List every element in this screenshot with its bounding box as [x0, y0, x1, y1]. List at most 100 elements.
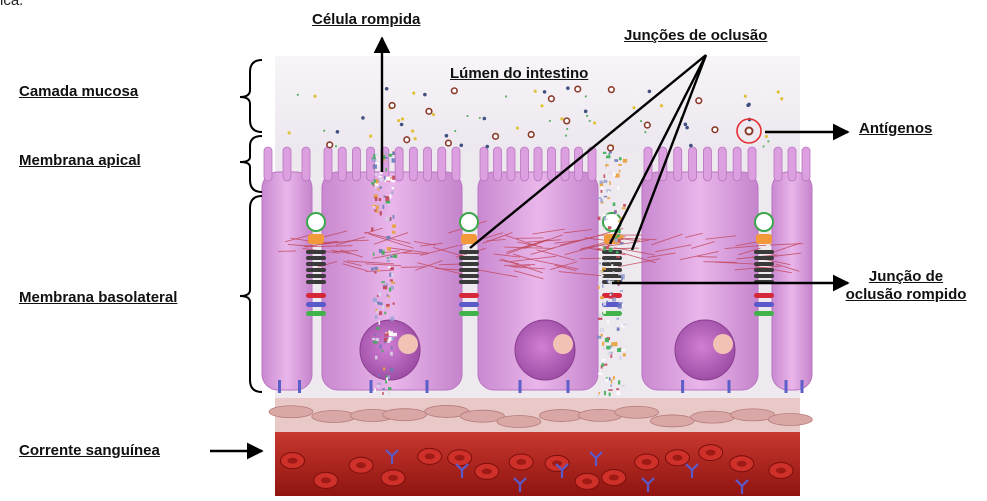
debris-fragment	[392, 175, 396, 180]
actin-fiber	[558, 271, 602, 277]
actin-fiber	[482, 232, 513, 244]
antigen-highlighted	[744, 126, 754, 136]
tight-junction	[602, 212, 622, 316]
endothelial-cell	[382, 408, 427, 422]
actin-fiber	[705, 235, 736, 240]
left-braces	[239, 59, 263, 393]
debris-fragment	[616, 327, 620, 331]
debris-fragment	[603, 216, 606, 221]
debris-fragment	[376, 294, 379, 297]
debris-fragment	[597, 248, 601, 251]
antigen-particle	[454, 129, 457, 133]
antigen-particle	[632, 106, 636, 110]
debris-fragment	[378, 320, 381, 325]
antigen-particle	[399, 122, 404, 127]
debris-fragment	[389, 218, 392, 221]
debris-fragment	[597, 285, 600, 290]
debris-fragment	[617, 229, 621, 234]
label-corrente-sanguinea: Corrente sanguínea	[19, 442, 160, 459]
junction-band	[306, 250, 326, 254]
microvillus	[673, 146, 683, 182]
label-camada-mucosa: Camada mucosa	[19, 83, 139, 100]
debris-fragment	[607, 197, 611, 200]
antigen-particle	[296, 93, 299, 96]
nucleolus	[713, 334, 733, 354]
junction-band	[754, 268, 774, 272]
red-blood-cell-center	[705, 449, 716, 456]
actin-fiber	[513, 270, 544, 280]
debris-fragment	[599, 328, 605, 333]
microvillus	[301, 146, 311, 182]
debris-fragment	[605, 164, 609, 167]
antigen-particle	[403, 136, 411, 144]
antigen-particle	[388, 101, 396, 110]
debris-fragment	[378, 248, 383, 254]
actin-fiber	[317, 261, 338, 268]
antigen-particle	[711, 126, 719, 134]
debris-fragment	[391, 191, 394, 195]
debris-fragment	[600, 365, 603, 369]
microvillus	[688, 146, 697, 182]
actin-fiber	[618, 251, 656, 264]
actin-fiber	[304, 245, 353, 248]
debris-fragment	[374, 173, 378, 176]
debris-fragment	[374, 334, 377, 336]
actin-fiber	[536, 249, 576, 261]
debris-fragment	[383, 367, 386, 371]
actin-fiber	[773, 252, 802, 257]
debris-fragment	[615, 173, 620, 178]
debris-fragment	[378, 292, 382, 297]
microvillus	[423, 146, 432, 182]
debris-fragment	[610, 353, 613, 358]
debris-fragment	[602, 227, 605, 229]
debris-fragment	[390, 281, 396, 284]
antigen-particle	[762, 145, 765, 148]
debris-fragment	[611, 342, 616, 347]
debris-fragment	[607, 226, 612, 230]
debris-fragment	[386, 294, 389, 297]
label-antigenos: Antígenos	[859, 120, 933, 137]
debris-fragment	[390, 267, 394, 271]
debris-fragment	[617, 186, 620, 191]
antigen-particle	[515, 126, 520, 130]
microvillus	[547, 146, 556, 182]
red-blood-cell-center	[672, 454, 683, 461]
debris-fragment	[614, 210, 617, 215]
debris-fragment	[375, 179, 379, 184]
junction-band	[459, 250, 479, 254]
antigen-particle	[335, 130, 340, 134]
antigen-particle	[564, 134, 568, 137]
debris-fragment	[385, 168, 388, 172]
debris-fragment	[612, 202, 616, 207]
antigen-particle	[764, 134, 768, 139]
debris-fragment	[373, 182, 375, 187]
actin-fiber	[512, 253, 534, 261]
debris-fragment	[371, 157, 376, 160]
antigen-particle	[459, 143, 464, 148]
debris-fragment	[388, 287, 392, 292]
debris-fragment	[597, 216, 601, 221]
debris-fragment	[606, 214, 612, 217]
debris-fragment	[606, 345, 611, 350]
debris-fragment	[597, 197, 602, 199]
red-blood-cell-center	[287, 457, 298, 464]
cell-body	[261, 171, 313, 391]
debris-fragment	[379, 344, 382, 349]
red-blood-cell-center	[582, 478, 593, 485]
red-blood-cell-center	[320, 477, 331, 484]
tight-junction	[459, 212, 479, 316]
junction-band	[306, 262, 326, 266]
endothelial-cell	[459, 409, 505, 423]
debris-fragment	[376, 385, 380, 388]
debris-fragment	[377, 188, 380, 191]
actin-fiber	[564, 246, 594, 256]
junction-band	[602, 268, 622, 272]
debris-fragment	[603, 246, 606, 251]
microvillus	[787, 146, 797, 182]
debris-fragment	[605, 246, 607, 249]
microvillus	[533, 146, 543, 182]
microvillus	[506, 146, 516, 182]
antigen-particle	[313, 94, 317, 98]
antigen-particle	[607, 86, 615, 94]
